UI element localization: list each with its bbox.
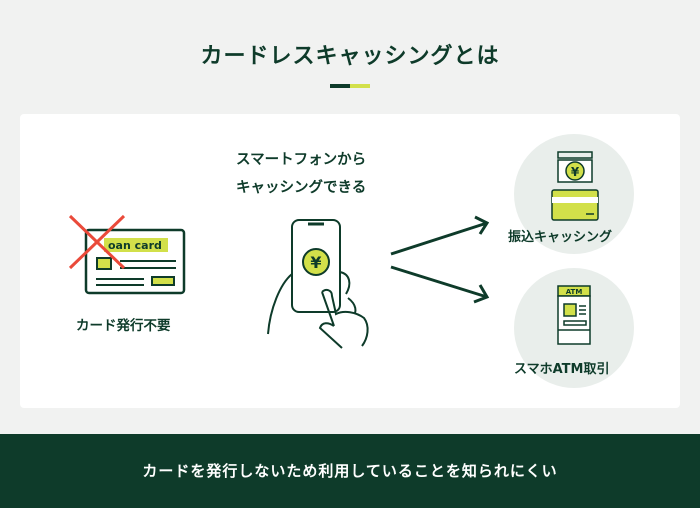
atm-icon: ATM bbox=[557, 285, 591, 345]
no-card-label: カード発行不要 bbox=[76, 318, 171, 334]
loan-card-crossed-icon: oan card bbox=[68, 214, 186, 295]
transfer-cashing-label: 振込キャッシング bbox=[508, 230, 613, 245]
svg-text:¥: ¥ bbox=[310, 253, 321, 272]
smartphone-hand-icon: ¥ bbox=[267, 219, 369, 349]
title-underline bbox=[330, 84, 370, 88]
page-title: カードレスキャッシングとは bbox=[200, 44, 500, 69]
bank-transfer-icon: ¥ bbox=[551, 151, 599, 221]
footer-banner: カードを発行しないため利用していることを知られにくい bbox=[0, 434, 700, 508]
content-panel: oan card カード発行不要 スマートフォンから キャッシングできる ¥ ¥… bbox=[20, 114, 680, 408]
card-text: oan card bbox=[108, 239, 162, 252]
arrow-icons bbox=[390, 215, 490, 304]
smartphone-text-1: スマートフォンから bbox=[236, 152, 367, 168]
smartphone-atm-label: スマホATM取引 bbox=[514, 362, 610, 377]
svg-text:¥: ¥ bbox=[571, 165, 580, 179]
smartphone-text-2: キャッシングできる bbox=[236, 180, 367, 196]
svg-text:ATM: ATM bbox=[566, 288, 583, 296]
